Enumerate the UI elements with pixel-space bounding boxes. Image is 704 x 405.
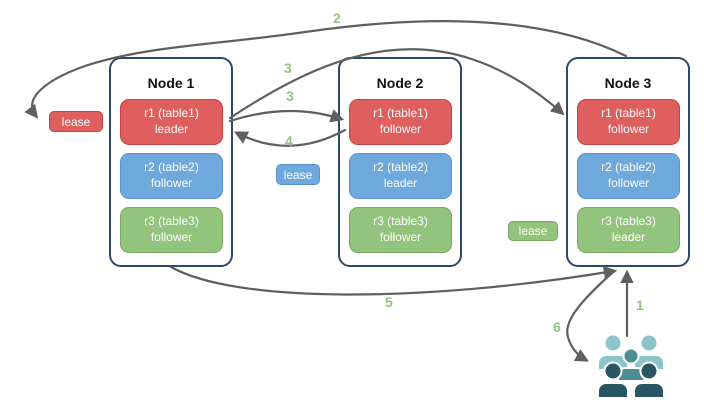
- lease-label-table1: lease: [49, 111, 103, 132]
- arrow-step-5-node1-to-node3: [169, 265, 618, 296]
- replica-role: follower: [607, 122, 650, 136]
- replica-name: r2 (table2): [144, 160, 199, 175]
- node-3-title: Node 3: [604, 75, 652, 91]
- step-label-4: 4: [285, 133, 293, 149]
- node-1-box: Node 1 r1 (table1) leader r2 (table2) fo…: [109, 57, 233, 267]
- step-label-6: 6: [553, 319, 561, 335]
- node2-replica-r1: r1 (table1) follower: [349, 99, 452, 145]
- step-label-3-to-node3: 3: [284, 60, 292, 76]
- node-3-box: Node 3 r1 (table1) follower r2 (table2) …: [566, 57, 690, 267]
- replica-role: leader: [383, 176, 418, 190]
- user-front-right: [633, 361, 665, 399]
- replica-name: r3 (table3): [144, 214, 199, 229]
- replica-role: follower: [150, 230, 193, 244]
- node3-replica-r2: r2 (table2) follower: [577, 153, 680, 199]
- step-label-3-to-node2: 3: [286, 88, 294, 104]
- replica-name: r1 (table1): [601, 106, 656, 121]
- replica-role: follower: [607, 176, 650, 190]
- node3-replica-r3: r3 (table3) leader: [577, 207, 680, 253]
- node3-replica-r1: r1 (table1) follower: [577, 99, 680, 145]
- step-label-2: 2: [333, 10, 341, 26]
- replica-role: leader: [611, 230, 646, 244]
- node-2-title: Node 2: [376, 75, 424, 91]
- node1-replica-r1: r1 (table1) leader: [120, 99, 223, 145]
- lease-label-table3: lease: [508, 221, 558, 241]
- replica-role: leader: [154, 122, 189, 136]
- replica-name: r1 (table1): [373, 106, 428, 121]
- node-1-title: Node 1: [147, 75, 195, 91]
- step-label-1: 1: [636, 297, 644, 313]
- node1-replica-r2: r2 (table2) follower: [120, 153, 223, 199]
- replica-role: follower: [379, 230, 422, 244]
- node2-replica-r3: r3 (table3) follower: [349, 207, 452, 253]
- replica-role: follower: [379, 122, 422, 136]
- replica-name: r2 (table2): [373, 160, 428, 175]
- node-2-box: Node 2 r1 (table1) follower r2 (table2) …: [338, 57, 462, 267]
- user-front-left: [597, 361, 629, 399]
- replica-name: r3 (table3): [373, 214, 428, 229]
- node2-replica-r2: r2 (table2) leader: [349, 153, 452, 199]
- user-group-icon: [597, 333, 665, 399]
- step-label-5: 5: [385, 294, 393, 310]
- arrow-step-3-leader-to-node2: [228, 109, 345, 123]
- replica-name: r2 (table2): [601, 160, 656, 175]
- replica-name: r3 (table3): [601, 214, 656, 229]
- replica-role: follower: [150, 176, 193, 190]
- node1-replica-r3: r3 (table3) follower: [120, 207, 223, 253]
- replica-name: r1 (table1): [144, 106, 199, 121]
- lease-label-table2: lease: [276, 164, 320, 185]
